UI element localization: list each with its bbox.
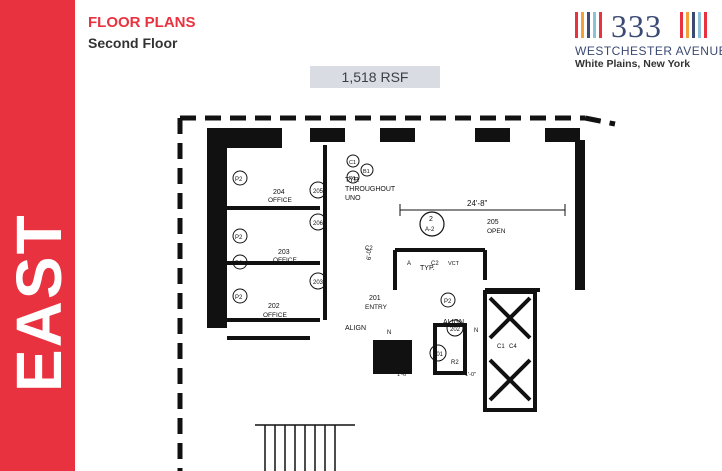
room-205-number: 205	[487, 219, 499, 226]
tag-p2-4: P2	[235, 295, 243, 301]
sidebar-band: EAST	[0, 0, 75, 471]
tag-p2-1: P2	[235, 177, 243, 183]
note-typ: TYP.	[345, 177, 360, 184]
section-tag-bottom: A-2	[425, 227, 435, 233]
exterior-wall	[207, 128, 585, 328]
tag-vct: VCT	[448, 261, 460, 267]
tag-r2: R2	[451, 360, 459, 366]
finish-tags	[232, 154, 464, 362]
building-core	[373, 290, 537, 412]
room-204-name: OFFICE	[268, 197, 292, 204]
room-204-number: 204	[273, 189, 285, 196]
room-201-number: 201	[369, 295, 381, 302]
lease-boundary	[177, 115, 616, 471]
note-uno: UNO	[345, 195, 361, 202]
tag-c1-core: C1	[497, 344, 505, 350]
tag-c2-1: C2	[365, 246, 373, 252]
room-201-name: ENTRY	[365, 304, 388, 311]
note-throughout: THROUGHOUT	[345, 186, 396, 193]
dimension-line	[399, 204, 566, 216]
interior-walls	[227, 145, 540, 340]
room-203-number: 203	[278, 249, 290, 256]
page-subtitle: Second Floor	[88, 35, 178, 51]
door-203: 203	[313, 280, 324, 286]
stair-lines	[255, 424, 355, 471]
dimension-label: 24'-8"	[467, 199, 488, 208]
tag-n-2: N	[474, 328, 478, 334]
align-label-2: ALIGN	[443, 319, 464, 326]
area-badge: 1,518 RSF	[310, 66, 440, 88]
section-tag-top: 2	[429, 216, 433, 223]
logo-bars-right	[680, 12, 710, 43]
logo-bars-left	[575, 12, 605, 43]
tag-b1: B1	[363, 169, 370, 175]
section-tag-circle	[419, 211, 445, 237]
room-202-number: 202	[268, 303, 280, 310]
room-203-name: OFFICE	[273, 257, 297, 264]
tag-p2-5: P2	[444, 299, 452, 305]
dim-small-2: 1'-0"	[465, 372, 476, 378]
align-label-1: ALIGN	[345, 325, 366, 332]
dimension-vertical: 6'-0"	[367, 248, 373, 260]
door-206: 206	[313, 221, 324, 227]
door-202: 202	[450, 327, 461, 333]
logo-number: 333	[611, 8, 662, 44]
tag-p2-3: P2	[235, 261, 243, 267]
tag-c2-2: C2	[431, 261, 439, 267]
tag-n-1: N	[387, 330, 391, 336]
tag-a: A	[407, 261, 411, 267]
logo-street: WESTCHESTER AVENUE	[575, 44, 722, 58]
tag-c1: C1	[349, 160, 356, 166]
logo-city: White Plains, New York	[575, 58, 691, 70]
tag-p2-2: P2	[235, 235, 243, 241]
room-205-name: OPEN	[487, 228, 506, 235]
room-202-name: OFFICE	[263, 312, 287, 319]
side-label: EAST	[3, 213, 75, 392]
door-205: 205	[313, 189, 324, 195]
tag-c4-core: C4	[509, 344, 517, 350]
building-logo: 333 WESTCHESTER AVENUE White Plains, New…	[575, 8, 722, 70]
tag-p1: P1	[349, 176, 356, 182]
note-typ-2: TYP.	[420, 265, 435, 272]
dim-small-1: 1'-6"	[397, 372, 408, 378]
floor-plan-drawing: 24'-8" 2 A-2 204 OFFICE 203 OFFICE 202 O…	[177, 115, 616, 471]
page-title: FLOOR PLANS	[88, 14, 196, 31]
door-201: 201	[433, 352, 444, 358]
